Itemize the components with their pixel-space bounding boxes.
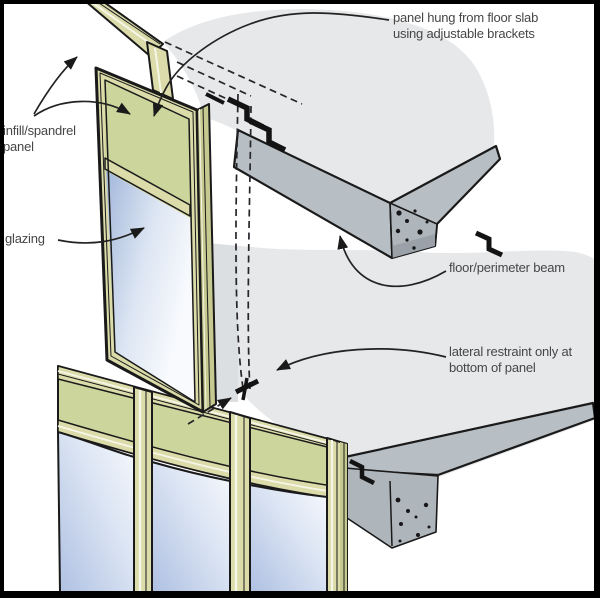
panel-rail	[104, 157, 191, 217]
bracket-icon	[205, 92, 225, 105]
head-rail	[83, 0, 174, 100]
label-panel-hung: panel hung from floor slab using adjusta…	[393, 10, 538, 41]
label-floor-perimeter-beam: floor/perimeter beam	[449, 260, 565, 276]
label-line: lateral restraint only at	[449, 344, 572, 359]
leader-lateral-restraint	[276, 348, 447, 371]
bracket-icon	[474, 230, 504, 258]
restraint-bracket-icon	[348, 458, 376, 486]
label-line: bottom of panel	[449, 359, 536, 375]
mullion	[229, 411, 251, 593]
glazing-pane	[151, 461, 231, 593]
adjustable-brackets	[205, 92, 287, 153]
label-line: infill/spandrel	[3, 123, 76, 138]
end-mullion	[326, 437, 348, 593]
upper-perimeter-beam	[232, 128, 504, 260]
label-line: panel hung from floor slab	[393, 10, 539, 25]
lower-perimeter-beam	[343, 401, 597, 549]
leader-infill-head	[33, 56, 78, 115]
label-lateral-restraint: lateral restraint only at bottom of pane…	[449, 344, 572, 375]
lateral-restraint-marker	[187, 377, 260, 425]
glazing-pane	[57, 431, 135, 593]
label-glazing: glazing	[5, 231, 45, 247]
leader-infill-panel	[33, 100, 131, 117]
bracket-icon	[248, 118, 287, 153]
label-line: panel	[3, 138, 34, 154]
upper-floor-slab	[163, 9, 495, 204]
label-infill-spandrel-panel: infill/spandrel panel	[3, 123, 76, 154]
leader-floor-beam	[337, 235, 447, 288]
glazing-pane	[249, 484, 328, 593]
label-line: floor/perimeter beam	[449, 260, 565, 275]
glazing-panel	[106, 171, 195, 402]
panel-side-return	[196, 103, 217, 413]
label-line: using adjustable brackets	[393, 25, 535, 41]
leader-glazing	[57, 227, 145, 244]
mullion	[133, 386, 153, 593]
hung-panel	[94, 66, 217, 414]
label-line: glazing	[5, 231, 45, 246]
annotation-leaders	[33, 12, 447, 371]
leader-panel-hung	[152, 12, 390, 117]
hidden-panel-outline	[164, 41, 303, 391]
